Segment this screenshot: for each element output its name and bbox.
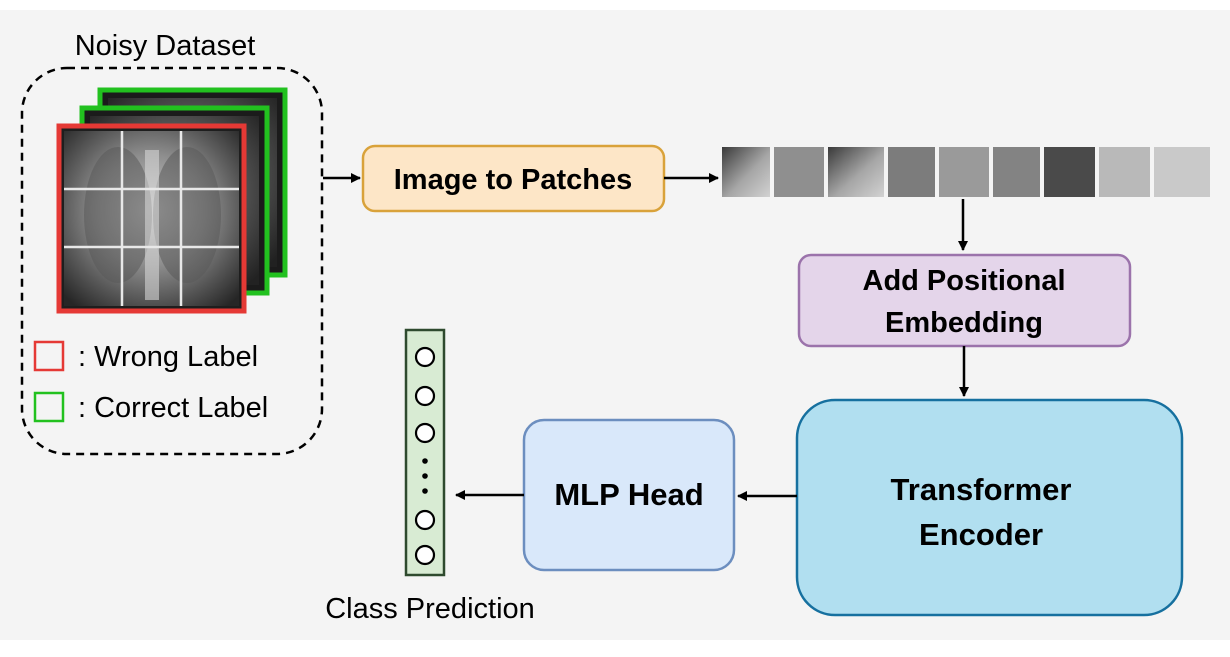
- patch-3: [828, 147, 884, 197]
- xray-image-front: [56, 123, 247, 314]
- wrong-label-text: : Wrong Label: [78, 341, 258, 373]
- mlp-head-label: MLP Head: [554, 477, 703, 512]
- dataset-dashed-border: [20, 66, 324, 456]
- patch-9: [1154, 147, 1210, 197]
- transformer-encoder-label-line1: Transformer: [891, 472, 1072, 507]
- output-node-1: [414, 346, 436, 368]
- dataset-title: Noisy Dataset: [75, 30, 256, 62]
- output-node-2: [414, 385, 436, 407]
- patch-1: [722, 147, 770, 197]
- wrong-label-swatch: [33, 340, 65, 372]
- noisy-dataset-group: Noisy Dataset : W: [20, 30, 324, 456]
- patch-2: [774, 147, 824, 197]
- patch-5: [939, 147, 989, 197]
- class-prediction-vector: [404, 328, 446, 577]
- patch-7: [1044, 147, 1095, 197]
- ellipsis-dot-3: [422, 488, 428, 494]
- positional-embedding-box: Add Positional Embedding: [797, 253, 1132, 348]
- image-to-patches-label: Image to Patches: [394, 164, 633, 196]
- output-node-3: [414, 422, 436, 444]
- transformer-encoder-box: Transformer Encoder: [795, 398, 1184, 617]
- ellipsis-dot-1: [422, 458, 428, 464]
- patch-8: [1099, 147, 1150, 197]
- transformer-encoder-label-line2: Encoder: [919, 517, 1043, 552]
- patch-grid: [64, 131, 239, 306]
- mlp-head-box: MLP Head: [522, 418, 736, 572]
- correct-label-swatch: [33, 391, 65, 423]
- correct-label-text: : Correct Label: [78, 392, 268, 424]
- output-node-5: [414, 544, 436, 566]
- positional-embedding-label-line2: Embedding: [885, 307, 1043, 339]
- output-node-4: [414, 509, 436, 531]
- image-to-patches-box: Image to Patches: [361, 144, 666, 213]
- patch-6: [993, 147, 1040, 197]
- positional-embedding-label-line1: Add Positional: [863, 265, 1066, 297]
- class-prediction-label: Class Prediction: [325, 593, 535, 625]
- patch-4: [888, 147, 935, 197]
- ellipsis-dot-2: [422, 473, 428, 479]
- patch-sequence: [722, 147, 1210, 197]
